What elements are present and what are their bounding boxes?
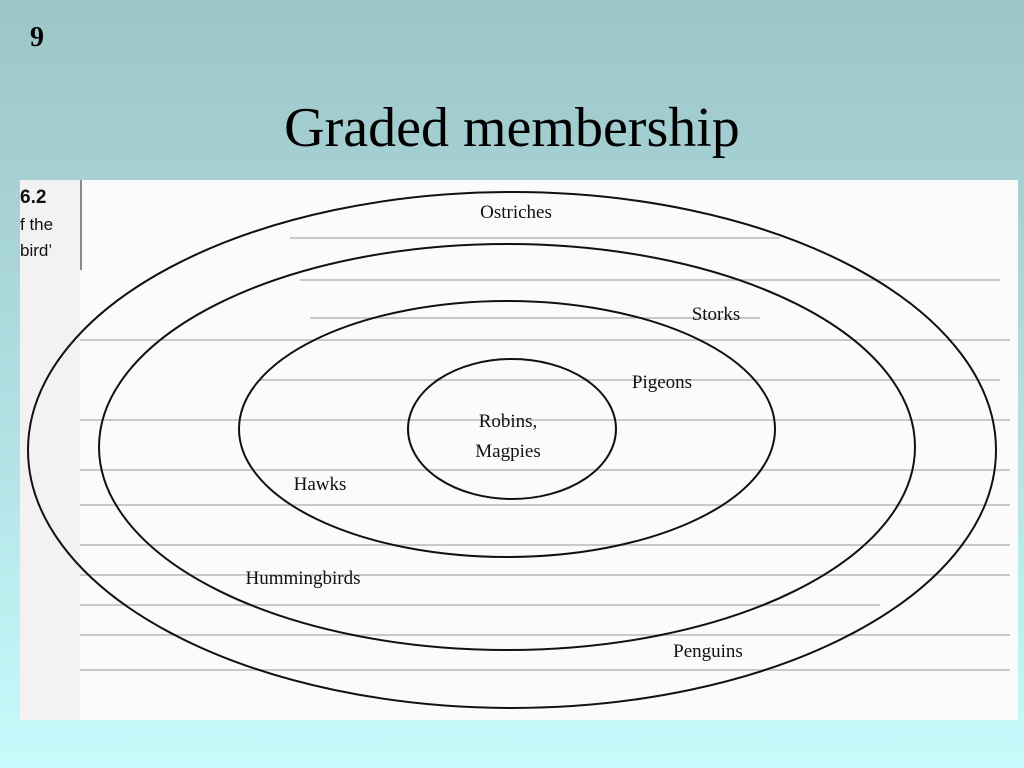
slide-title: Graded membership bbox=[284, 97, 740, 159]
label-robins: Robins, bbox=[479, 411, 538, 432]
graded-membership-diagram: Robins, Magpies Pigeons Hawks Storks Hum… bbox=[27, 191, 1010, 709]
ring-3 bbox=[98, 243, 916, 651]
label-penguins: Penguins bbox=[673, 641, 743, 662]
show-through-text-lines bbox=[80, 237, 1010, 671]
label-hummingbirds: Hummingbirds bbox=[245, 568, 360, 589]
label-hawks: Hawks bbox=[294, 474, 347, 495]
label-pigeons: Pigeons bbox=[632, 372, 692, 393]
ring-2 bbox=[238, 300, 776, 558]
label-storks: Storks bbox=[692, 304, 741, 325]
label-magpies: Magpies bbox=[475, 441, 540, 462]
ring-1-core bbox=[407, 358, 617, 500]
figure-scan: 6.2 f the bird’ Robins, Magpies Pigeons … bbox=[20, 180, 1018, 720]
figure-margin-rule bbox=[80, 180, 82, 270]
figure-left-margin bbox=[20, 180, 80, 720]
slide-number: 9 bbox=[30, 22, 44, 53]
caption-fragment-line-3: bird’ bbox=[20, 241, 53, 260]
label-ostriches: Ostriches bbox=[480, 202, 552, 223]
ring-4-outer bbox=[27, 191, 997, 709]
caption-fragment-number: 6.2 bbox=[20, 187, 47, 208]
caption-fragment-line-2: f the bbox=[20, 215, 54, 234]
